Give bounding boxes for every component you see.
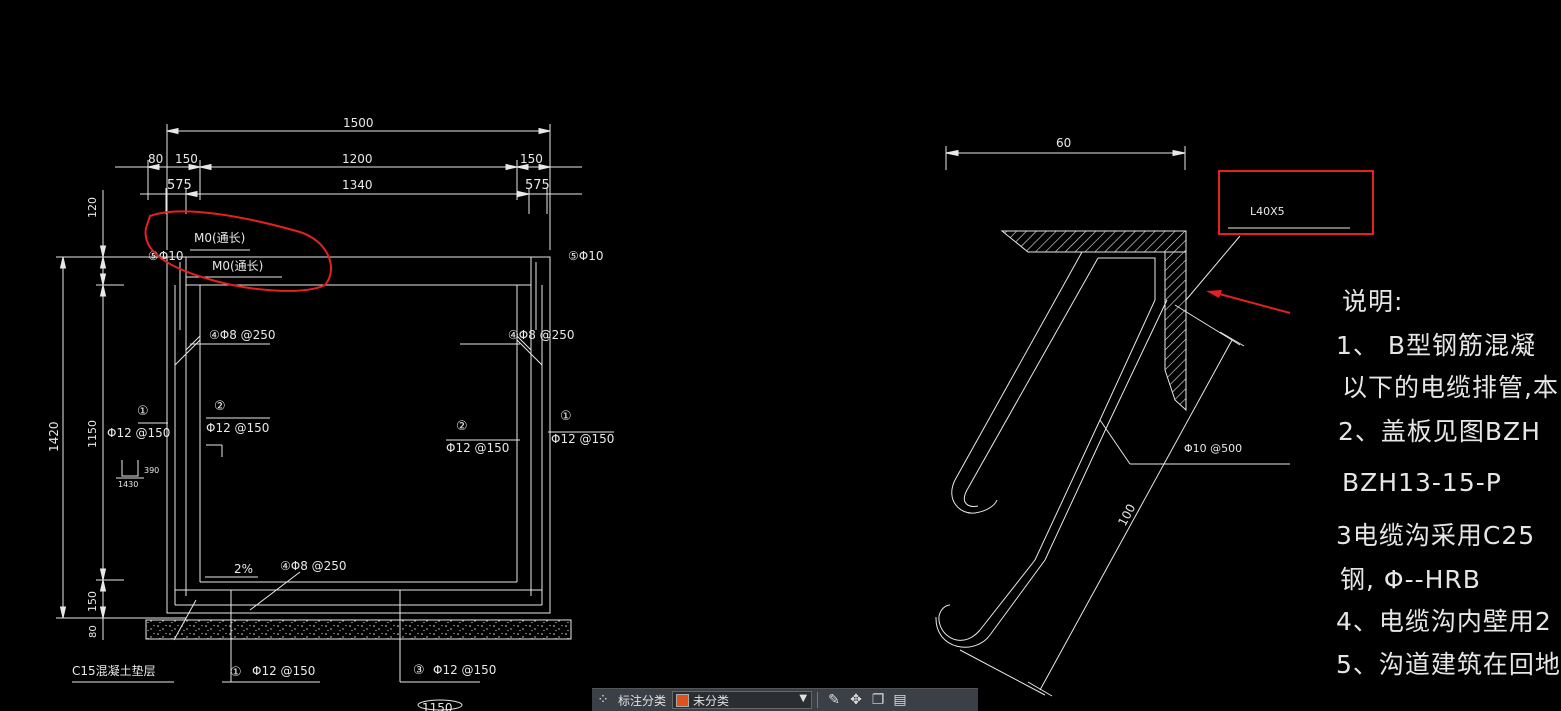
dim-1340: 1340	[342, 178, 373, 192]
paste-icon[interactable]: ▤	[893, 692, 907, 708]
grid-icon[interactable]: ⁘	[597, 692, 609, 708]
dim-150-left: 150	[175, 152, 198, 166]
dim-1200: 1200	[342, 152, 373, 166]
marker-2-right: ②	[456, 419, 468, 434]
dim-v-120: 120	[86, 197, 99, 218]
category-select[interactable]: 未分类 ▼	[672, 691, 813, 709]
left-drawing-labels: 1500 80 150 1200 150 575 1340 575 120 14…	[47, 116, 614, 711]
dim-v-1420: 1420	[47, 421, 61, 452]
notes-line-6: 钢, Φ--HRB	[1340, 565, 1481, 594]
notes-line-4: BZH13-15-P	[1342, 468, 1502, 497]
rebar-12-inner-left: Φ12 @150	[206, 421, 269, 435]
toolbar-label: 标注分类	[618, 693, 667, 708]
move-icon[interactable]: ✥	[850, 692, 862, 708]
bottom-partial-dim: 1150	[422, 701, 453, 711]
dim-v-150: 150	[86, 591, 99, 612]
dim-1500: 1500	[343, 116, 374, 130]
red-markup-ellipse	[144, 210, 332, 292]
rebar-12-inner-right: Φ12 @150	[446, 441, 509, 455]
rebar-phi8-bottom: ④Φ8 @250	[280, 559, 347, 573]
edit-icon[interactable]: ✎	[828, 692, 840, 708]
dim-100: 100	[1115, 502, 1138, 529]
c15-label: C15混凝土垫层	[72, 663, 156, 678]
left-section-drawing	[56, 124, 614, 711]
notes-line-1: 1、 B型钢筋混凝	[1336, 331, 1537, 360]
marker-1-right: ①	[560, 409, 572, 424]
notes-title: 说明:	[1342, 287, 1404, 316]
dim-v-80: 80	[88, 625, 99, 638]
rebar-12-right: Φ12 @150	[551, 432, 614, 446]
bottom-rebar-3: Φ12 @150	[433, 663, 496, 677]
detail-1430: 1430	[118, 480, 138, 489]
dim-575-right: 575	[525, 178, 550, 193]
dim-v-1150: 1150	[86, 420, 99, 448]
rebar-phi8-left: ④Φ8 @250	[209, 328, 276, 342]
dim-150-right: 150	[520, 152, 543, 166]
notes-line-5: 3电缆沟采用C25	[1336, 521, 1536, 550]
rebar-phi10-left: ⑤Φ10	[148, 249, 183, 263]
notes-line-3: 2、盖板见图BZH	[1338, 417, 1541, 446]
dim-60: 60	[1056, 136, 1071, 150]
category-select-value: 未分类	[693, 693, 730, 708]
slope-label: 2%	[234, 562, 253, 576]
rebar-phi10-500: Φ10 @500	[1184, 442, 1242, 455]
notes-line-7: 4、电缆沟内壁用2	[1336, 607, 1552, 636]
toolbar-divider	[817, 692, 819, 708]
bottom-rebar-1: Φ12 @150	[252, 664, 315, 678]
red-markup-arrow	[1206, 290, 1291, 314]
dim-575-left: 575	[167, 178, 192, 193]
bottom-marker-3: ③	[413, 663, 425, 678]
red-markup-rectangle	[1218, 170, 1374, 235]
cad-canvas[interactable]: 1500 80 150 1200 150 575 1340 575 120 14…	[0, 0, 1527, 711]
marker-2-left: ②	[214, 399, 226, 414]
right-bracket-drawing	[935, 146, 1350, 697]
notes-line-2: 以下的电缆排管,本	[1342, 373, 1559, 402]
detail-390: 390	[144, 466, 159, 475]
dim-80: 80	[148, 152, 163, 166]
copy-icon[interactable]: ❐	[871, 692, 885, 708]
label-m0-upper: M0(通长)	[194, 231, 245, 245]
annotation-toolbar: ⁘ 标注分类 未分类 ▼ ✎ ✥ ❐ ▤	[592, 688, 978, 711]
rebar-phi10-right: ⑤Φ10	[568, 249, 603, 263]
chevron-down-icon: ▼	[799, 693, 808, 704]
rebar-phi8-right: ④Φ8 @250	[508, 328, 575, 342]
notes-line-8: 5、沟道建筑在回地	[1336, 650, 1561, 679]
category-color-swatch	[676, 693, 690, 707]
bottom-marker-1: ①	[230, 665, 242, 680]
rebar-12-left: Φ12 @150	[107, 426, 170, 440]
marker-1-left: ①	[137, 404, 149, 419]
angle-steel-label: L40X5	[1250, 205, 1285, 218]
label-m0-lower: M0(通长)	[212, 259, 263, 273]
